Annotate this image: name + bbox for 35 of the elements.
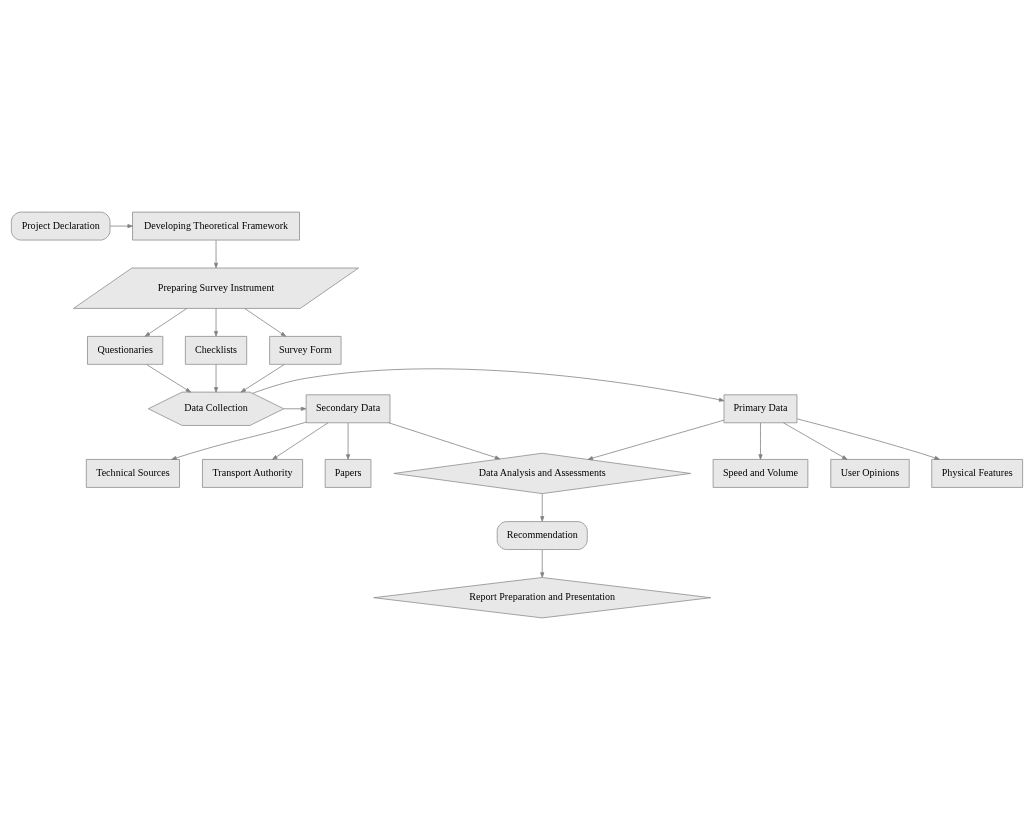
node-box: Survey Form — [269, 335, 342, 365]
arrow — [783, 421, 848, 460]
node-box: Transport Authority — [202, 458, 304, 488]
arrow — [109, 223, 133, 228]
arrow — [146, 363, 192, 392]
node-box: Technical Sources — [85, 458, 180, 488]
node-diamond: Report Preparation and Presentation — [373, 576, 712, 618]
node-box: Physical Features — [931, 458, 1023, 488]
arrow — [272, 421, 329, 460]
node-box: Questionaries — [87, 335, 164, 365]
node-box: Secondary Data — [305, 393, 391, 423]
arrow — [796, 418, 940, 460]
arrow — [171, 421, 307, 460]
node-box: Project Declaration — [11, 211, 111, 240]
arrow — [214, 307, 219, 336]
arrow — [240, 363, 285, 392]
arrow — [758, 422, 763, 460]
arrow — [214, 239, 219, 268]
arrow — [144, 307, 188, 337]
arrow — [540, 548, 545, 578]
arrow — [540, 492, 545, 522]
arrow — [214, 363, 219, 393]
arrow — [283, 406, 307, 411]
arrow — [244, 307, 287, 337]
arrow — [346, 422, 351, 460]
arrow — [587, 419, 725, 460]
arrow — [252, 367, 725, 402]
node-box: Checklists — [184, 335, 248, 365]
node-box: User Opinions — [830, 458, 910, 488]
arrow — [388, 421, 501, 459]
node-box: Speed and Volume — [712, 458, 809, 488]
node-box: Primary Data — [723, 393, 798, 423]
node-box: Recommendation — [496, 520, 588, 550]
node-box: Developing Theoretical Framework — [132, 211, 300, 240]
node-box: Papers — [324, 458, 372, 488]
